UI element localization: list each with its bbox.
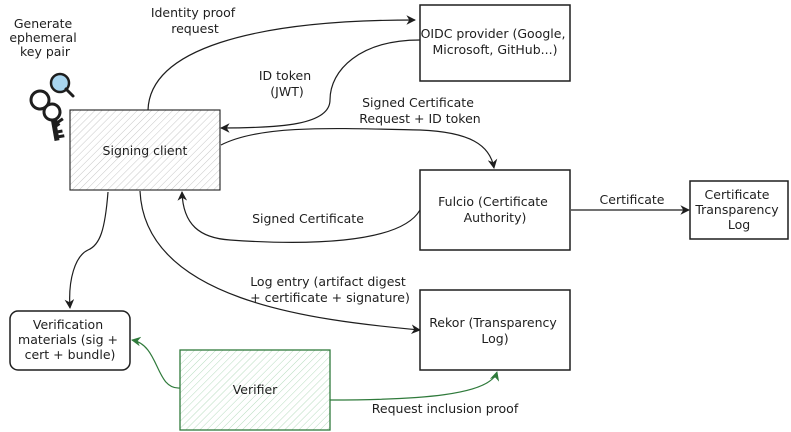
label-csr: Signed Certificate Request + ID token (359, 95, 480, 126)
node-ct-log: Certificate Transparency Log (689, 180, 789, 240)
label-line: Request + ID token (359, 111, 480, 126)
edge-log-entry (139, 190, 421, 334)
rekor-label: Rekor (Transparency Log) (429, 315, 561, 346)
verification-materials-label: Verification materials (sig + cert + bun… (18, 317, 122, 362)
ct-log-label: Certificate Transparency Log (694, 187, 782, 232)
label-line: + certificate + signature) (250, 290, 410, 305)
label-line: Request inclusion proof (372, 401, 519, 416)
label-line: Certificate (600, 192, 665, 207)
label-line: Signing client (103, 143, 188, 158)
label-id-token: ID token (JWT) (259, 68, 315, 99)
edge-id-token (220, 39, 421, 133)
label-line: Log) (481, 331, 508, 346)
label-line: Rekor (Transparency (429, 315, 557, 330)
label-line: request (171, 21, 219, 36)
node-rekor: Rekor (Transparency Log) (419, 289, 571, 371)
node-verifier: Verifier (179, 349, 331, 431)
label-line: Microsoft, GitHub...) (433, 42, 558, 57)
label-line: cert + bundle) (25, 347, 116, 362)
label-line: materials (sig + (18, 332, 118, 347)
label-line: Log entry (artifact digest (250, 274, 406, 289)
note-key-pair: Generate ephemeral key pair (9, 16, 80, 59)
label-line: Identity proof (151, 5, 236, 20)
label-line: Authority) (464, 210, 527, 225)
oidc-label: OIDC provider (Google, Microsoft, GitHub… (421, 26, 570, 57)
label-inclusion-proof: Request inclusion proof (372, 401, 519, 416)
node-oidc-provider: OIDC provider (Google, Microsoft, GitHub… (419, 4, 571, 82)
label-line: ephemeral (9, 30, 76, 45)
node-fulcio: Fulcio (Certificate Authority) (419, 169, 571, 251)
label-line: Fulcio (Certificate (438, 194, 548, 209)
verifier-label: Verifier (233, 382, 278, 397)
key-icon (29, 72, 75, 141)
label-certificate: Certificate (600, 192, 665, 207)
edge-signed-certificate (177, 191, 421, 243)
label-line: Verifier (233, 382, 278, 397)
signing-client-label: Signing client (103, 143, 188, 158)
label-line: ID token (259, 68, 311, 83)
label-identity-proof: Identity proof request (151, 5, 239, 36)
label-line: Certificate (705, 187, 770, 202)
label-log-entry: Log entry (artifact digest + certificate… (250, 274, 410, 305)
edge-identity-proof (147, 15, 416, 111)
label-line: key pair (20, 44, 71, 59)
edge-inclusion-proof (329, 371, 500, 401)
label-line: Generate (14, 16, 73, 31)
label-line: Transparency (694, 202, 779, 217)
label-line: Signed Certificate (362, 95, 474, 110)
node-signing-client: Signing client (69, 109, 221, 191)
edge-csr (220, 127, 498, 169)
label-line: Signed Certificate (252, 211, 364, 226)
label-line: Log (728, 217, 750, 232)
label-line: (JWT) (270, 84, 303, 99)
node-verification-materials: Verification materials (sig + cert + bun… (9, 310, 131, 371)
label-line: Verification (33, 317, 103, 332)
edge-to-verification-materials (64, 191, 109, 309)
edge-verifier-to-materials (131, 336, 181, 389)
label-line: OIDC provider (Google, (421, 26, 566, 41)
label-signed-certificate: Signed Certificate (252, 211, 364, 226)
fulcio-label: Fulcio (Certificate Authority) (438, 194, 552, 225)
